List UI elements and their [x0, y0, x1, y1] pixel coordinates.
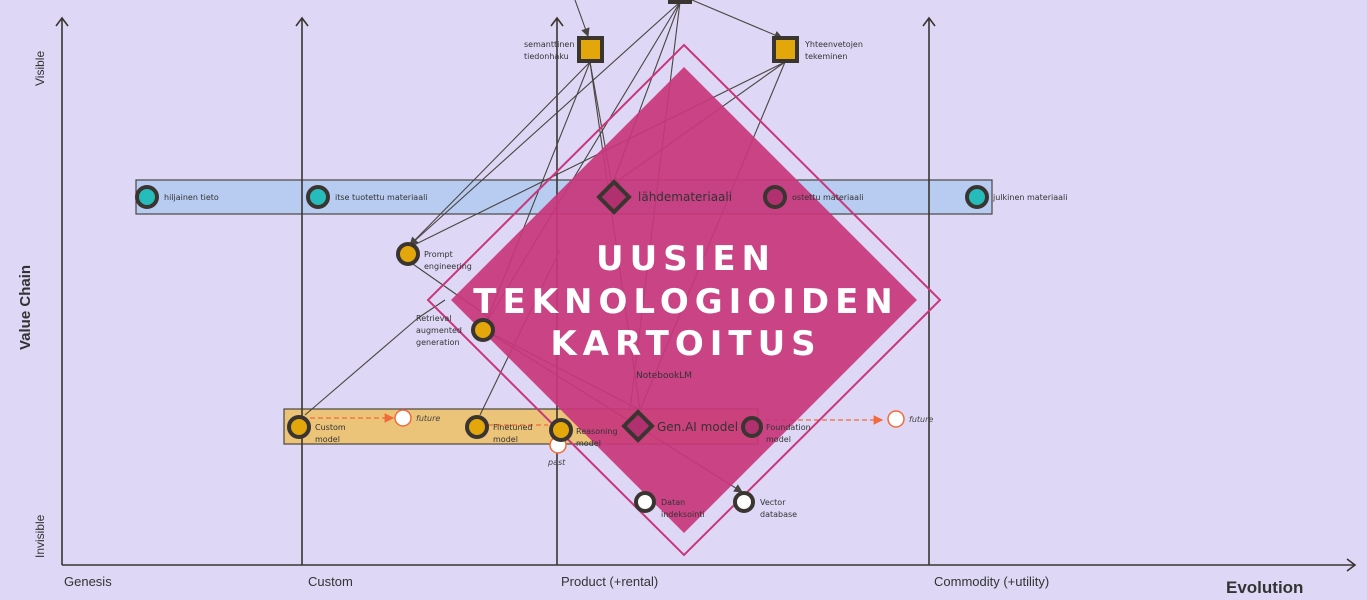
- svg-text:semanttinen: semanttinen: [524, 40, 574, 49]
- title-line-2: TEKNOLOGIOIDEN: [473, 282, 899, 322]
- title-text: UUSIEN TEKNOLOGIOIDEN KARTOITUS: [473, 239, 899, 364]
- node-notebooklm[interactable]: NotebookLM: [636, 371, 692, 381]
- title-diamond: [451, 67, 917, 533]
- node-data-indexing[interactable]: Datan indeksointi: [634, 491, 705, 519]
- y-invisible-label: Invisible: [33, 514, 47, 558]
- svg-text:Prompt: Prompt: [424, 250, 453, 259]
- node-foundation-model[interactable]: Foundation model: [741, 416, 811, 444]
- stage-product: Product (+rental): [561, 574, 658, 589]
- node-top[interactable]: [668, 0, 692, 4]
- svg-text:model: model: [766, 435, 791, 444]
- stage-custom: Custom: [308, 574, 353, 589]
- svg-text:Gen.AI model: Gen.AI model: [657, 420, 738, 434]
- node-source-material[interactable]: lähdemateriaali: [596, 179, 732, 215]
- node-vector-database[interactable]: Vector database: [733, 491, 797, 519]
- future-marker: [887, 410, 905, 428]
- node-semantic-search[interactable]: semanttinen tiedonhaku: [524, 36, 604, 63]
- svg-text:Custom: Custom: [315, 423, 346, 432]
- title-line-1: UUSIEN: [596, 239, 776, 279]
- svg-text:lähdemateriaali: lähdemateriaali: [638, 190, 732, 204]
- x-axis-label: Evolution: [1226, 578, 1303, 597]
- node-reasoning-model[interactable]: Reasoning model: [549, 418, 618, 448]
- title-line-3: KARTOITUS: [550, 324, 821, 364]
- node-prompt-engineering[interactable]: Prompt engineering: [396, 242, 472, 271]
- svg-text:ostettu materiaali: ostettu materiaali: [792, 193, 864, 202]
- node-bought-material[interactable]: ostettu materiaali: [763, 185, 864, 209]
- svg-text:augmented: augmented: [416, 326, 462, 335]
- future-label: future: [416, 414, 440, 423]
- svg-text:model: model: [315, 435, 340, 444]
- node-own-material[interactable]: itse tuotettu materiaali: [306, 185, 428, 209]
- stage-genesis: Genesis: [64, 574, 112, 589]
- node-genai-model[interactable]: Gen.AI model: [621, 409, 738, 443]
- svg-text:hiljainen tieto: hiljainen tieto: [164, 193, 219, 202]
- svg-text:generation: generation: [416, 338, 460, 347]
- svg-text:Finetuned: Finetuned: [493, 423, 533, 432]
- svg-text:Reasoning: Reasoning: [576, 427, 618, 436]
- node-custom-model[interactable]: Custom model: [287, 415, 346, 444]
- svg-text:Vector: Vector: [760, 498, 786, 507]
- svg-text:Retrieval: Retrieval: [416, 314, 452, 323]
- future-label: future: [909, 415, 933, 424]
- node-rag[interactable]: Retrieval augmented generation: [416, 314, 495, 347]
- svg-text:engineering: engineering: [424, 262, 472, 271]
- svg-text:indeksointi: indeksointi: [661, 510, 705, 519]
- future-marker: [394, 409, 412, 427]
- node-summaries[interactable]: Yhteenvetojen tekeminen: [772, 36, 863, 63]
- title-diamond-outline: [426, 43, 942, 557]
- svg-text:tekeminen: tekeminen: [805, 52, 847, 61]
- past-label: past: [547, 458, 566, 467]
- svg-text:Datan: Datan: [661, 498, 685, 507]
- svg-text:tiedonhaku: tiedonhaku: [524, 52, 569, 61]
- svg-text:model: model: [576, 439, 601, 448]
- svg-text:database: database: [760, 510, 797, 519]
- svg-text:itse tuotettu materiaali: itse tuotettu materiaali: [335, 193, 428, 202]
- svg-text:julkinen materiaali: julkinen materiaali: [992, 193, 1068, 202]
- node-tacit-knowledge[interactable]: hiljainen tieto: [135, 185, 219, 209]
- stage-commodity: Commodity (+utility): [934, 574, 1049, 589]
- y-axis-label: Value Chain: [17, 265, 34, 350]
- y-visible-label: Visible: [33, 51, 47, 86]
- svg-text:model: model: [493, 435, 518, 444]
- node-public-material[interactable]: julkinen materiaali: [965, 185, 1068, 209]
- svg-text:Foundation: Foundation: [766, 423, 811, 432]
- title-overlay: [426, 43, 942, 557]
- node-finetuned-model[interactable]: Finetuned model: [465, 415, 533, 444]
- svg-text:Yhteenvetojen: Yhteenvetojen: [804, 40, 863, 49]
